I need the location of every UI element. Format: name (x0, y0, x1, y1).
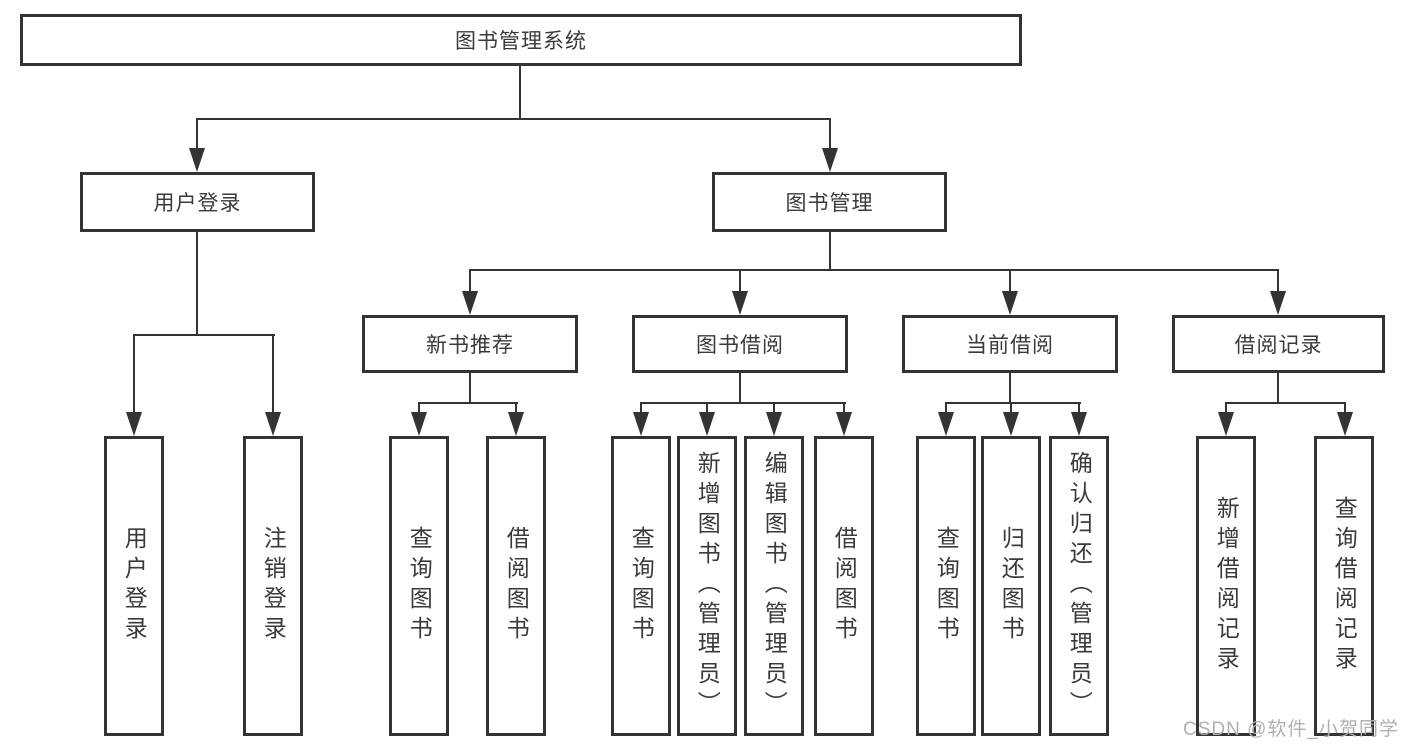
arrow-down-icon (1218, 412, 1234, 436)
arrow-down-icon (836, 412, 852, 436)
connector-line (1344, 402, 1346, 418)
node-new-book-recommendation: 新书推荐 (362, 315, 578, 373)
connector-line (272, 334, 274, 416)
connector-line (1009, 373, 1011, 404)
connector-line (1009, 269, 1011, 295)
csdn-watermark: CSDN @软件_小贺同学 (1183, 719, 1399, 740)
leaf-edit-books-admin: 编辑图书（管理员） (744, 436, 804, 736)
node-label: 图书管理 (785, 192, 874, 215)
node-label: 查询图书 (933, 526, 960, 646)
connector-line (515, 402, 517, 418)
node-book-management-module: 图书管理 (712, 172, 947, 232)
node-book-borrowing: 图书借阅 (632, 315, 848, 373)
connector-line (706, 402, 708, 418)
arrow-down-icon (822, 148, 838, 172)
connector-line (469, 269, 1279, 271)
connector-line (1225, 402, 1346, 404)
arrow-down-icon (633, 412, 649, 436)
leaf-logout: 注销登录 (243, 436, 303, 736)
arrow-down-icon (1270, 291, 1286, 315)
node-label: 用户登录 (153, 192, 242, 215)
leaf-query-books-2: 查询图书 (611, 436, 671, 736)
node-label: 注销登录 (260, 526, 287, 646)
node-label: 借阅图书 (831, 526, 858, 646)
arrow-down-icon (699, 412, 715, 436)
node-label: 查询图书 (406, 526, 433, 646)
node-label: 编辑图书（管理员） (761, 451, 788, 721)
leaf-borrow-books-2: 借阅图书 (814, 436, 874, 736)
arrow-down-icon (265, 412, 281, 436)
connector-line (519, 66, 521, 119)
node-current-borrowing: 当前借阅 (902, 315, 1118, 373)
node-label: 新增图书（管理员） (694, 451, 721, 721)
arrow-down-icon (126, 412, 142, 436)
arrow-down-icon (1337, 412, 1353, 436)
leaf-query-books-3: 查询图书 (916, 436, 976, 736)
connector-line (418, 402, 518, 404)
arrow-down-icon (732, 291, 748, 315)
leaf-query-books-1: 查询图书 (389, 436, 449, 736)
arrow-down-icon (411, 412, 427, 436)
connector-line (640, 402, 642, 418)
connector-line (829, 118, 831, 154)
connector-line (945, 402, 947, 418)
connector-line (640, 402, 846, 404)
connector-line (829, 232, 831, 271)
connector-line (739, 269, 741, 295)
leaf-add-books-admin: 新增图书（管理员） (677, 436, 737, 736)
node-label: 图书借阅 (696, 334, 784, 357)
node-label: 新书推荐 (426, 334, 514, 357)
node-label: 用户登录 (121, 526, 148, 646)
connector-line (945, 402, 1081, 404)
arrow-down-icon (462, 291, 478, 315)
connector-line (1010, 402, 1012, 418)
connector-line (469, 269, 471, 295)
connector-line (469, 373, 471, 404)
node-label: 借阅记录 (1234, 334, 1323, 357)
connector-line (843, 402, 845, 418)
arrow-down-icon (1071, 412, 1087, 436)
node-label: 查询图书 (628, 526, 655, 646)
node-user-login-module: 用户登录 (80, 172, 315, 232)
connector-line (196, 118, 831, 120)
arrow-down-icon (1002, 291, 1018, 315)
connector-line (418, 402, 420, 418)
leaf-user-login: 用户登录 (104, 436, 164, 736)
connector-line (1277, 269, 1279, 295)
connector-line (1225, 402, 1227, 418)
leaf-return-books: 归还图书 (981, 436, 1041, 736)
node-borrowing-records: 借阅记录 (1172, 315, 1385, 373)
arrow-down-icon (508, 412, 524, 436)
connector-line (133, 334, 275, 336)
connector-line (196, 118, 198, 154)
leaf-query-borrow-record: 查询借阅记录 (1314, 436, 1374, 736)
node-label: 当前借阅 (966, 334, 1054, 357)
leaf-add-borrow-record: 新增借阅记录 (1196, 436, 1256, 736)
node-label: 查询借阅记录 (1331, 496, 1358, 676)
node-label: 新增借阅记录 (1213, 496, 1240, 676)
arrow-down-icon (766, 412, 782, 436)
arrow-down-icon (938, 412, 954, 436)
connector-line (773, 402, 775, 418)
leaf-confirm-return-admin: 确认归还（管理员） (1049, 436, 1109, 736)
node-label: 归还图书 (998, 526, 1025, 646)
connector-line (1277, 373, 1279, 404)
node-label: 确认归还（管理员） (1066, 451, 1093, 721)
connector-line (1078, 402, 1080, 418)
connector-line (196, 232, 198, 336)
connector-line (739, 373, 741, 404)
node-label: 图书管理系统 (455, 30, 587, 53)
leaf-borrow-books-1: 借阅图书 (486, 436, 546, 736)
arrow-down-icon (189, 148, 205, 172)
connector-line (133, 334, 135, 416)
node-library-management-system: 图书管理系统 (20, 14, 1022, 66)
arrow-down-icon (1003, 412, 1019, 436)
node-label: 借阅图书 (503, 526, 530, 646)
